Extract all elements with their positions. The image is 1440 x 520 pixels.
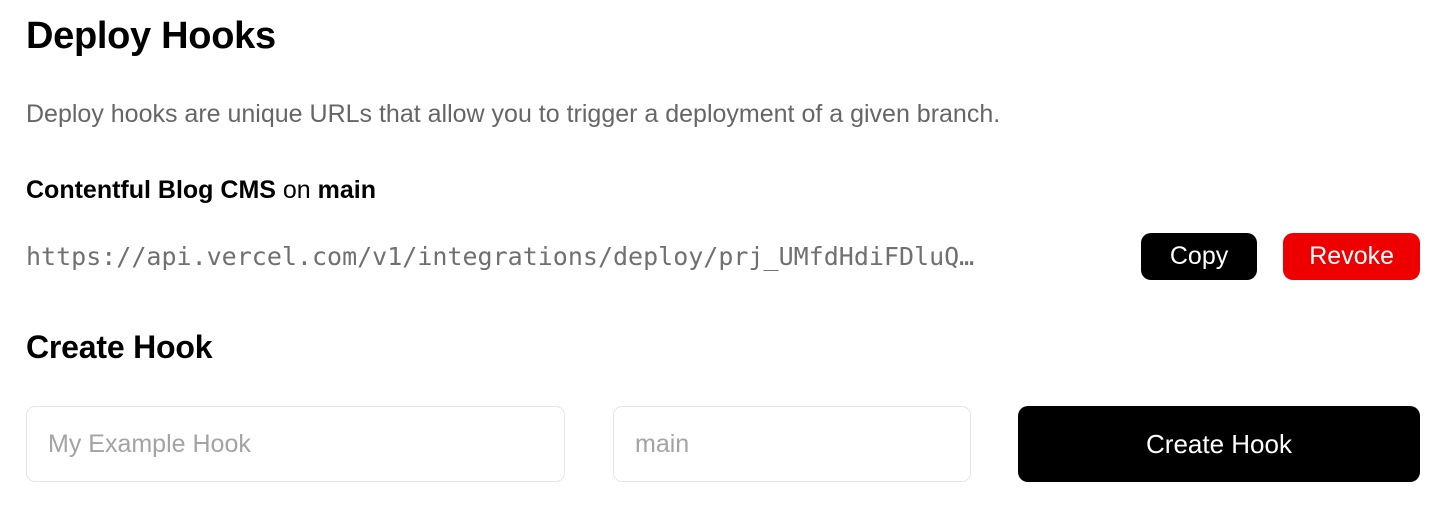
create-hook-form: Create Hook	[26, 406, 1420, 482]
create-hook-button[interactable]: Create Hook	[1018, 406, 1420, 482]
hook-branch: main	[317, 176, 377, 204]
hook-name-input[interactable]	[26, 406, 565, 482]
page-title: Deploy Hooks	[26, 15, 276, 57]
hook-url-row: https://api.vercel.com/v1/integrations/d…	[26, 233, 1420, 280]
copy-button[interactable]: Copy	[1140, 233, 1258, 280]
hook-title: Contentful Blog CMS on main	[26, 173, 376, 208]
revoke-button[interactable]: Revoke	[1283, 233, 1420, 280]
hook-on-label: on	[275, 176, 318, 204]
create-hook-heading: Create Hook	[26, 329, 213, 365]
hook-name: Contentful Blog CMS	[26, 176, 276, 204]
hook-branch-input[interactable]	[613, 406, 971, 482]
hook-url: https://api.vercel.com/v1/integrations/d…	[26, 242, 975, 271]
page-description: Deploy hooks are unique URLs that allow …	[26, 100, 1001, 128]
